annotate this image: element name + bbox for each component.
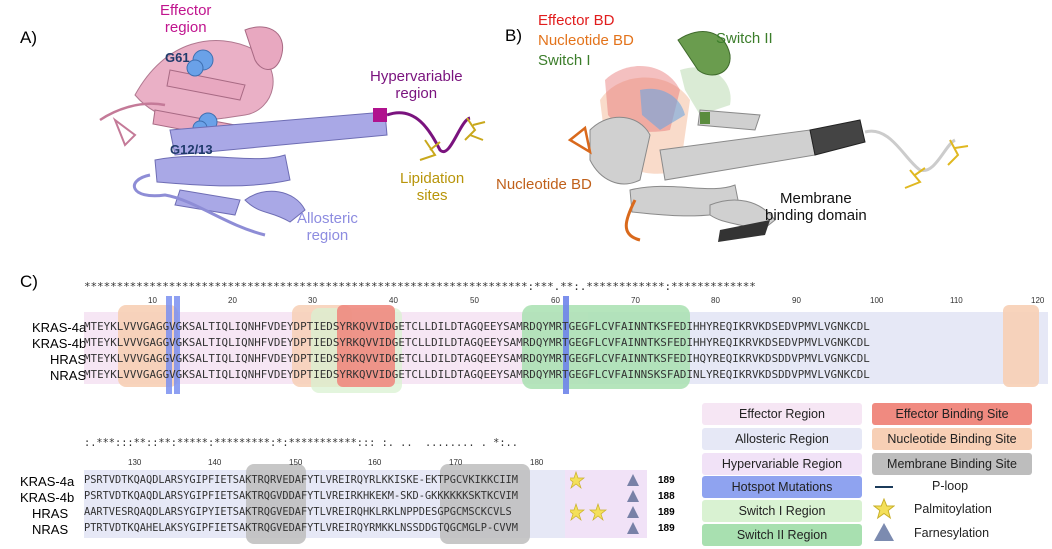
seq-name-kras4b: KRAS-4b xyxy=(32,336,87,351)
seq-row-8: PTRTVDTKQAHELAKSYGIPFIETSAKTRQGVEDAFYTLV… xyxy=(84,522,518,534)
tick-label: 20 xyxy=(228,296,237,305)
ruler-1: 10 20 30 40 50 60 70 80 90 100 110 120 xyxy=(84,296,1046,306)
seq-name-nras-2: NRAS xyxy=(32,522,69,537)
allosteric-region-label: Allosteric region xyxy=(297,210,358,244)
switch-ii-box xyxy=(522,305,690,389)
legend-farnesylation: Farnesylation xyxy=(914,526,990,540)
hypervariable-region-label: Hypervariable region xyxy=(370,68,463,102)
tick-label: 140 xyxy=(208,458,222,467)
tick-label: 180 xyxy=(530,458,544,467)
seq-end-2: 188 xyxy=(658,491,675,502)
consensus-line-2: :.***:::**::**:*****:*********:*:*******… xyxy=(84,437,518,449)
seq-row-4: MTEYKLVVVGAGGVGKSALTIQLIQNHFVDEYDPTIEDSY… xyxy=(84,368,870,381)
legend-hypervariable-region: Hypervariable Region xyxy=(702,453,862,475)
tick-label: 70 xyxy=(631,296,640,305)
tick-label: 160 xyxy=(368,458,382,467)
lipid-markers xyxy=(570,470,639,534)
allosteric-region-band-2 xyxy=(84,470,647,538)
nucleotide-binding-box-2 xyxy=(1003,305,1039,387)
seq-row-3: MTEYKLVVVGAGGVGKSALTIQLIQNHFVDEYDPTIEDSY… xyxy=(84,352,870,365)
seq-row-5: PSRTVDTKQAQDLARSYGIPFIETSAKTRQRVEDAFYTLV… xyxy=(84,474,518,486)
switch-ii-label: Switch II xyxy=(716,30,773,47)
seq-name-hras-2: HRAS xyxy=(32,506,69,521)
tick-label: 10 xyxy=(148,296,157,305)
tick-label: 30 xyxy=(308,296,317,305)
panel-c-label: C) xyxy=(20,272,38,291)
panel-a-protein-illustration xyxy=(99,26,486,237)
seq-end-1: 189 xyxy=(658,475,675,486)
tick-label: 90 xyxy=(792,296,801,305)
hotspot-bar-g13 xyxy=(174,296,180,394)
palmitoylation-legend-star-icon xyxy=(873,498,895,520)
tick-label: 40 xyxy=(389,296,398,305)
legend-ploop: P-loop xyxy=(932,479,969,493)
g61-label: G61 xyxy=(165,50,190,65)
seq-name-kras4a-2: KRAS-4a xyxy=(20,474,75,489)
tick-label: 60 xyxy=(551,296,560,305)
panel-a-label: A) xyxy=(20,28,37,47)
effector-binding-box xyxy=(337,305,395,387)
legend-allosteric-region: Allosteric Region xyxy=(702,428,862,450)
farnesylation-triangle-icon xyxy=(627,506,639,518)
seq-row-1: MTEYKLVVVGAGGVGKSALTIQLIQNHFVDEYDPTIEDSY… xyxy=(84,320,870,333)
legend-switch-ii-region: Switch II Region xyxy=(702,524,862,546)
legend-hotspot: Hotspot Mutations xyxy=(702,476,862,498)
farnesylation-triangle-icon xyxy=(627,490,639,502)
seq-name-hras: HRAS xyxy=(50,352,87,367)
seq-row-7: AARTVESRQAQDLARSYGIPYIETSAKTRQGVEDAFYTLV… xyxy=(84,506,512,518)
palmitoylation-star-icon xyxy=(570,470,585,490)
ploop-line-icon xyxy=(875,486,893,488)
farnesylation-triangle-icon xyxy=(627,522,639,534)
tick-label: 150 xyxy=(289,458,303,467)
farnesylation-triangle-icon xyxy=(627,474,639,486)
switch-i-label: Switch I xyxy=(538,52,591,69)
legend-nucleotide-binding: Nucleotide Binding Site xyxy=(872,428,1032,450)
seq-row-2: MTEYKLVVVGAGGVGKSALTIQLIQNHFVDEYDPTIEDSY… xyxy=(84,336,870,349)
tick-label: 170 xyxy=(449,458,463,467)
ruler-2: 130 140 150 160 170 180 xyxy=(84,458,644,468)
membrane-binding-box-1 xyxy=(246,464,306,544)
tick-label: 50 xyxy=(470,296,479,305)
legend-effector-region: Effector Region xyxy=(702,403,862,425)
seq-name-kras4a: KRAS-4a xyxy=(32,320,87,335)
legend-membrane-binding: Membrane Binding Site xyxy=(872,453,1032,475)
seq-name-kras4b-2: KRAS-4b xyxy=(20,490,75,505)
hotspot-bar-q61 xyxy=(563,296,569,394)
seq-name-nras: NRAS xyxy=(50,368,87,383)
tick-label: 80 xyxy=(711,296,720,305)
palmitoylation-star-icon xyxy=(589,502,607,522)
seq-row-6: PSRTVDTKQAQDLARSYGIPFIETSAKTRQGVDDAFYTLV… xyxy=(84,490,518,502)
tick-label: 100 xyxy=(870,296,884,305)
seq-end-4: 189 xyxy=(658,523,675,534)
palmitoylation-star-icon xyxy=(570,502,585,522)
g1213-label: G12/13 xyxy=(170,142,213,157)
seq-end-3: 189 xyxy=(658,507,675,518)
effector-region-label: Effector region xyxy=(160,2,212,36)
legend-effector-binding: Effector Binding Site xyxy=(872,403,1032,425)
tick-label: 130 xyxy=(128,458,142,467)
lipidation-sites-label: Lipidation sites xyxy=(400,170,465,204)
membrane-binding-box-2 xyxy=(440,464,530,544)
tick-label: 110 xyxy=(950,296,963,305)
panel-b-label: B) xyxy=(505,26,522,45)
effector-bd-label: Effector BD xyxy=(538,12,615,29)
panel-b-protein-illustration xyxy=(567,31,969,242)
tick-label: 120 xyxy=(1031,296,1045,305)
hotspot-bar-g12 xyxy=(166,296,172,394)
legend-switch-i-region: Switch I Region xyxy=(702,500,862,522)
farnesylation-legend-triangle-icon xyxy=(874,523,894,541)
nucleotide-bd-top-label: Nucleotide BD xyxy=(538,32,634,49)
legend-palmitoylation: Palmitoylation xyxy=(914,502,992,516)
membrane-binding-label: Membrane binding domain xyxy=(765,190,867,224)
nucleotide-bd-left-label: Nucleotide BD xyxy=(496,176,592,193)
consensus-line-1: ****************************************… xyxy=(84,280,756,293)
